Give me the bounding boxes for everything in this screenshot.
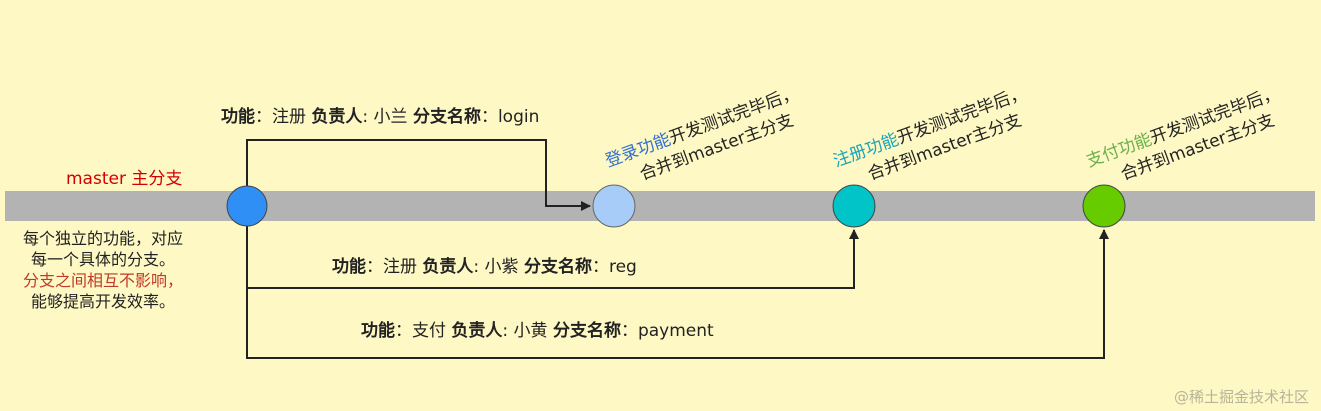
- master-start-node: [226, 185, 268, 227]
- note-line-1: 每个独立的功能，对应: [22, 229, 183, 248]
- func-key: 功能: [361, 321, 395, 341]
- branch-name-key: 分支名称: [552, 321, 621, 341]
- branch-name-key: 分支名称: [412, 107, 481, 127]
- login-merge-node: [592, 184, 636, 228]
- func-key: 功能: [221, 107, 255, 127]
- branch-name-key: 分支名称: [523, 257, 592, 277]
- payment-merge-node: [1082, 184, 1126, 228]
- login-branch-line: [246, 139, 591, 211]
- func-value: 注册: [383, 257, 417, 277]
- note-line-3: 分支之间相互不影响，: [22, 271, 183, 290]
- branch-name-value: payment: [637, 321, 714, 341]
- note-line-4: 能够提高开发效率。: [30, 292, 175, 311]
- owner-value: 小黄: [513, 321, 548, 341]
- func-key: 功能: [332, 257, 366, 277]
- master-branch-label: master 主分支: [66, 169, 183, 189]
- watermark: @稀土掘金技术社区: [1173, 388, 1309, 406]
- left-note: 每个独立的功能，对应 每一个具体的分支。 分支之间相互不影响， 能够提高开发效率…: [8, 228, 198, 312]
- owner-value: 小紫: [484, 257, 519, 277]
- owner-value: 小兰: [373, 107, 408, 127]
- login-branch-label: 功能：注册 负责人: 小兰 分支名称：login: [221, 107, 540, 127]
- branch-name-value: reg: [608, 257, 637, 277]
- payment-branch-line: [246, 206, 1109, 359]
- payment-branch-label: 功能：支付 负责人: 小黄 分支名称：payment: [361, 321, 714, 341]
- branch-name-value: login: [497, 107, 540, 127]
- reg-merge-node: [832, 184, 876, 228]
- owner-key: 负责人: [422, 257, 474, 277]
- note-line-2: 每一个具体的分支。: [30, 250, 175, 269]
- owner-key: 负责人: [311, 107, 363, 127]
- reg-branch-label: 功能：注册 负责人: 小紫 分支名称：reg: [332, 257, 637, 277]
- func-value: 支付: [412, 321, 446, 341]
- func-value: 注册: [272, 107, 306, 127]
- owner-key: 负责人: [451, 321, 503, 341]
